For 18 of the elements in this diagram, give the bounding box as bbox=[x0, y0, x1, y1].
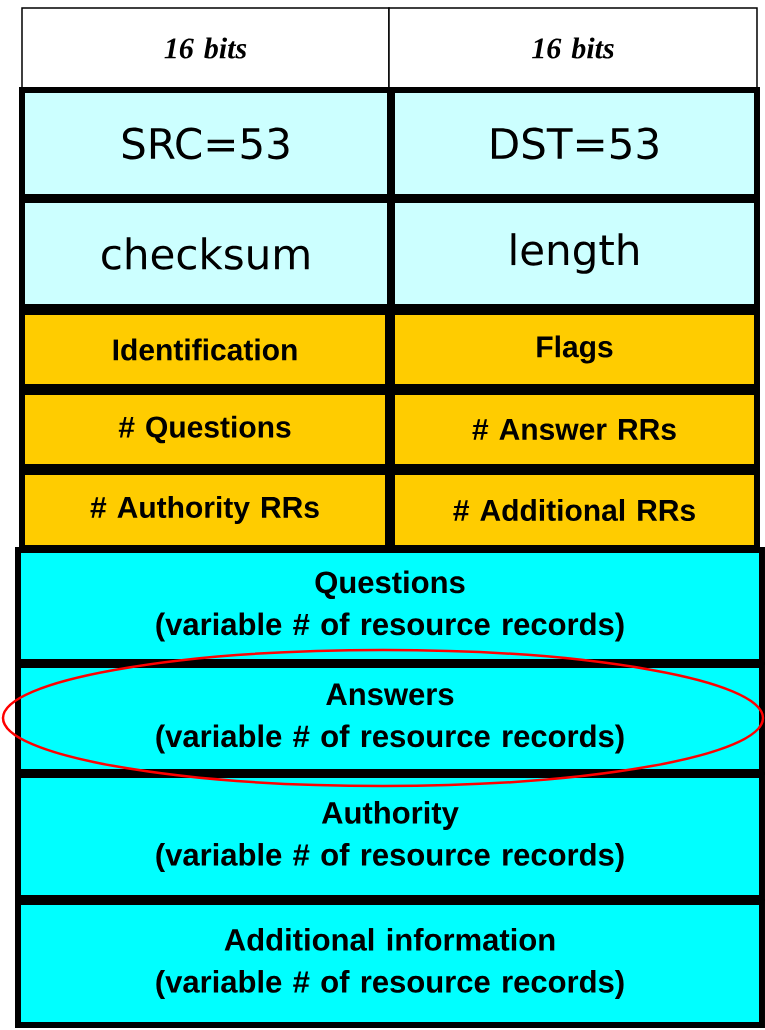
field-cell: # Questions bbox=[19, 389, 391, 470]
node-label: Answers bbox=[326, 683, 454, 706]
header-cell: 16 bits bbox=[21, 7, 390, 89]
section-cell: Questions (variable # of resource records) bbox=[15, 547, 765, 665]
field-cell: # Authority RRs bbox=[19, 469, 391, 551]
field-cell: # Answer RRs bbox=[389, 389, 760, 470]
field-cell: DST=53 bbox=[389, 87, 760, 200]
section-cell: Additional information (variable # of resource records) bbox=[15, 899, 765, 1028]
field-cell: length bbox=[389, 197, 760, 310]
field-cell: SRC=53 bbox=[19, 87, 393, 200]
header-cell: 16 bits bbox=[388, 7, 758, 89]
field-cell: Flags bbox=[389, 309, 760, 390]
field-cell: # Additional RRs bbox=[389, 469, 760, 551]
field-cell: checksum bbox=[19, 197, 393, 310]
field-cell: Identification bbox=[19, 309, 391, 390]
node-label: (variable # of resource records) bbox=[156, 724, 624, 754]
section-cell: Answers (variable # of resource records) bbox=[15, 662, 765, 775]
section-cell: Authority (variable # of resource records) bbox=[15, 772, 765, 901]
